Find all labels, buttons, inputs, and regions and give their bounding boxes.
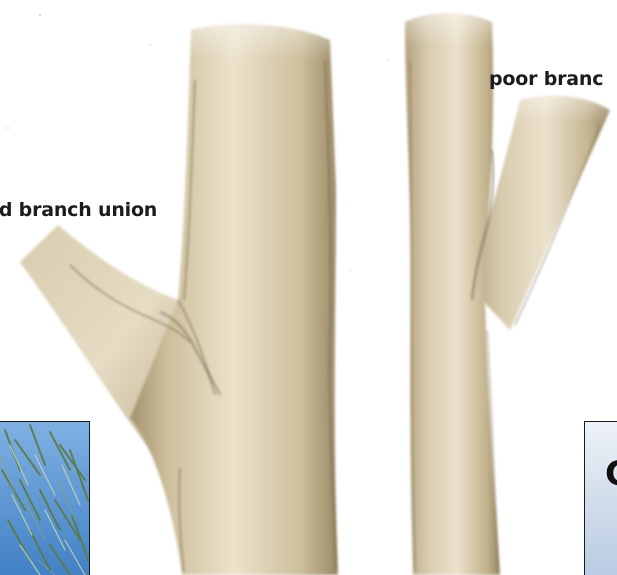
right-inset-letter: C xyxy=(605,454,617,494)
good-union-label: od branch union xyxy=(0,199,157,221)
right-inset-card: C xyxy=(584,421,617,575)
poor-union-trunk xyxy=(400,6,615,575)
poor-union-label: poor branc xyxy=(489,68,603,90)
willow-photo-frame xyxy=(0,421,90,575)
